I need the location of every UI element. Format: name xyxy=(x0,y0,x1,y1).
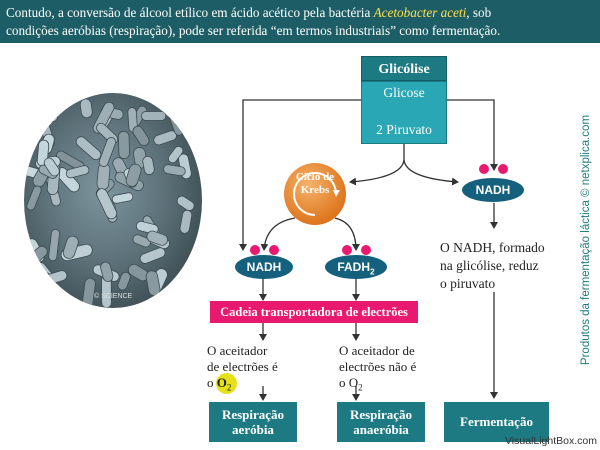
caption-text-end: , sob xyxy=(466,5,492,20)
aerobic-note-line-2: de electrões é xyxy=(207,359,278,374)
bacterium-cell xyxy=(96,188,118,220)
anaerobic-oxygen-subscript: 2 xyxy=(358,382,363,393)
anaerobic-line-1: Respiração xyxy=(349,407,413,422)
note-line-3: o piruvato xyxy=(440,276,496,291)
krebs-line-2: Krebs xyxy=(300,184,330,196)
aerobic-note-line-3: o O2 xyxy=(207,375,278,396)
connector-pyruvate-to-krebs xyxy=(349,144,405,186)
glycolysis-box: Glicose 2 Piruvato xyxy=(361,81,447,144)
bacterium-cell xyxy=(43,157,60,177)
caption-header: Contudo, a conversão de álcool etílico e… xyxy=(0,0,600,43)
anaerobic-respiration-box: Respiração anaeróbia xyxy=(337,402,425,442)
aerobic-note-prefix: o xyxy=(207,375,217,390)
caption-text-start: Contudo, a conversão de álcool etílico e… xyxy=(6,5,374,20)
oxygen-subscript: 2 xyxy=(226,382,232,393)
anaerobic-note-line-1: O aceitador de xyxy=(339,343,415,358)
fadh-label: FADH xyxy=(337,260,370,274)
bacterium-cell xyxy=(62,235,79,259)
aerobic-line-2: aeróbia xyxy=(232,422,274,437)
note-line-2: na glicólise, reduz xyxy=(440,258,539,273)
electron-transport-chain-box: Cadeia transportadora de electrões xyxy=(210,301,418,323)
bacterium-cell xyxy=(142,155,155,175)
bacterium-cell xyxy=(132,234,151,248)
electron-dot xyxy=(269,245,279,255)
krebs-cycle-label: Ciclo de Krebs xyxy=(284,171,346,197)
nadh-oval-right: NADH xyxy=(462,178,524,202)
connector-pyruvate-to-nadh xyxy=(403,159,459,186)
krebs-cycle-arrows xyxy=(293,172,340,216)
krebs-cycle-circle xyxy=(284,163,346,225)
electron-dot xyxy=(361,245,371,255)
connector-glycolysis-to-nadh-right xyxy=(447,99,498,171)
oxygen-symbol: O xyxy=(216,375,227,390)
aerobic-respiration-box: Respiração aeróbia xyxy=(209,402,297,442)
fadh2-oval: FADH2 xyxy=(325,255,387,279)
bacterium-cell xyxy=(146,230,168,246)
fadh-subscript: 2 xyxy=(370,266,375,277)
aerobic-acceptor-note: O aceitador de electrões é o O2 xyxy=(207,343,278,396)
nadh-oval-left: NADH xyxy=(235,255,293,279)
bacterium-cell xyxy=(141,111,167,121)
bacterium-cell xyxy=(167,145,184,164)
anaerobic-line-2: anaeróbia xyxy=(353,422,409,437)
bacterium-cell xyxy=(179,209,193,234)
bacterium-cell xyxy=(48,228,60,262)
bacterium-cell xyxy=(163,164,186,177)
connector-krebs-to-nadh xyxy=(260,217,296,251)
aerobic-note-line-1: O aceitador xyxy=(207,343,268,358)
bacterium-cell xyxy=(79,98,93,119)
footer-watermark: VisualLightBox.com xyxy=(504,435,597,447)
bacterium-cell xyxy=(132,125,150,146)
anaerobic-note-line-2: electrões não é xyxy=(339,359,417,374)
species-name: Acetobacter aceti xyxy=(373,5,467,20)
anaerobic-note-prefix: o O xyxy=(339,375,359,390)
bacterium-cell xyxy=(118,130,130,160)
oxygen-highlight xyxy=(216,373,237,394)
bacterium-cell xyxy=(81,277,96,308)
bacteria-micrograph: © SCIENCE xyxy=(24,93,202,308)
krebs-line-1: Ciclo de xyxy=(295,171,335,183)
connector-glycolysis-to-nadh-left xyxy=(239,99,361,251)
electron-dot xyxy=(250,245,260,255)
bacterium-cell xyxy=(139,247,166,264)
bacterium-cell xyxy=(100,261,114,282)
bacterium-cell xyxy=(65,165,90,179)
bacterium-cell xyxy=(117,271,131,291)
anaerobic-note-line-3: o O2 xyxy=(339,375,416,396)
bacterium-cell xyxy=(111,192,134,204)
bacterium-cell xyxy=(26,185,42,211)
electron-dot xyxy=(342,245,352,255)
note-line-1: O NADH, formado xyxy=(440,240,545,255)
bacterium-cell xyxy=(176,195,195,211)
glycolysis-title: Glicólise xyxy=(361,56,447,81)
fermentation-box: Fermentação xyxy=(444,402,549,442)
connector-krebs-to-fadh xyxy=(334,217,360,251)
anaerobic-acceptor-note: O aceitador de electrões não é o O2 xyxy=(339,343,416,396)
bacterium-cell xyxy=(75,136,102,161)
photo-watermark: © SCIENCE xyxy=(94,292,133,300)
electron-dot xyxy=(498,164,508,174)
aerobic-line-1: Respiração xyxy=(221,407,285,422)
bacterium-cell xyxy=(98,137,117,167)
bacterium-cell xyxy=(125,163,142,187)
pyruvate-label: 2 Piruvato xyxy=(376,122,432,137)
nadh-reduces-pyruvate-note: O NADH, formado na glicólise, reduz o pi… xyxy=(440,239,545,293)
electron-dot xyxy=(479,164,489,174)
glucose-label: Glicose xyxy=(383,85,425,100)
caption-line-2: condições aeróbias (respiração), pode se… xyxy=(6,23,501,38)
